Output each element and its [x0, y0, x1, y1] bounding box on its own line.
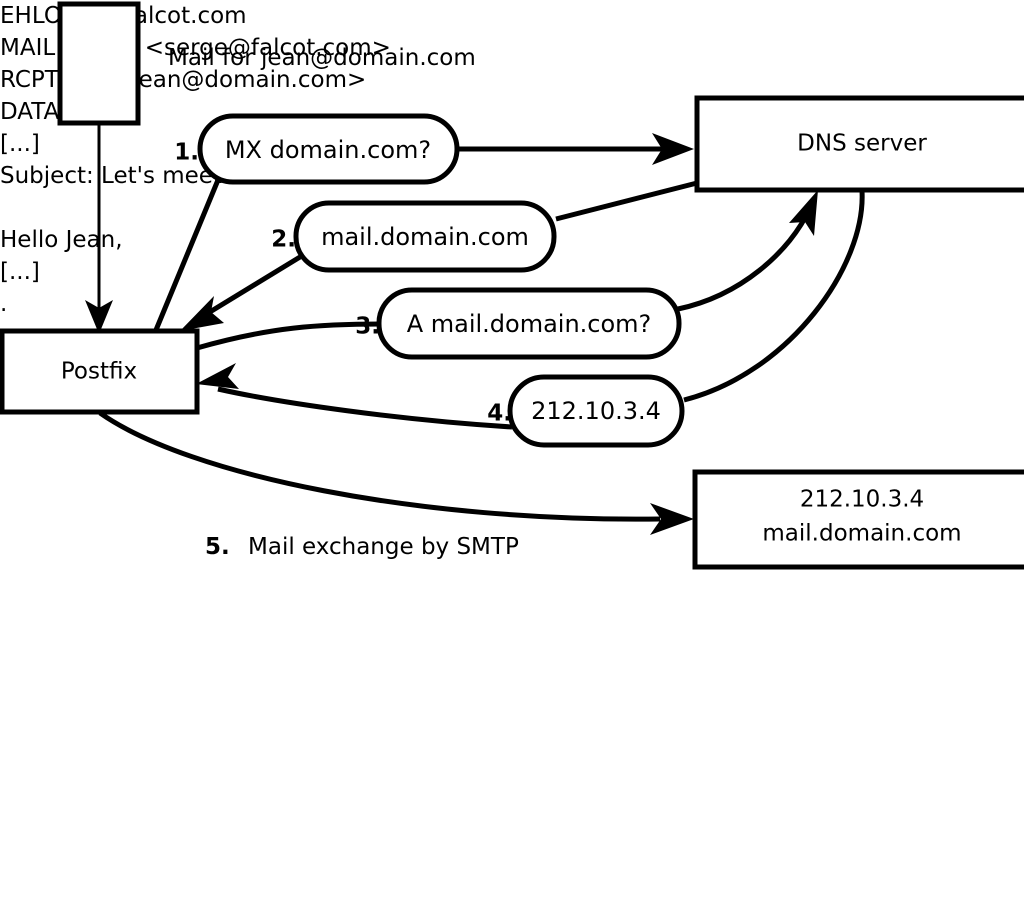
mail-for-annotation: Mail for jean@domain.com	[168, 45, 476, 71]
step-2-number: 2.	[271, 227, 296, 253]
smtp-transcript-line: .	[0, 291, 8, 317]
postfix-label: Postfix	[61, 359, 137, 385]
step-5-number: 5.	[205, 534, 230, 560]
step-bubble-3: A mail.domain.com? 3.	[355, 287, 682, 360]
edge-postfix-to-step1	[153, 179, 221, 331]
step-bubble-1: MX domain.com? 1.	[174, 113, 460, 185]
edge-step4-to-postfix	[196, 363, 513, 430]
step-4-number: 4.	[487, 401, 512, 427]
node-postfix: Postfix	[0, 328, 200, 415]
smtp-transcript-line: Subject: Let's meet	[0, 163, 222, 189]
step-1-label: MX domain.com?	[225, 136, 431, 164]
smtp-transcript-line: [...]	[0, 259, 40, 285]
smtp-transcript-line: [...]	[0, 131, 40, 157]
edge-dns-to-step4	[683, 190, 865, 403]
step-bubble-2: mail.domain.com 2.	[271, 200, 557, 273]
step-3-number: 3.	[355, 314, 380, 340]
step-4-label: 212.10.3.4	[531, 397, 661, 425]
node-target-mail-server: 212.10.3.4 mail.domain.com	[692, 469, 1024, 570]
step-2-label: mail.domain.com	[321, 223, 529, 251]
edge-step3-to-dns	[677, 190, 818, 312]
target-server-hostname: mail.domain.com	[762, 521, 961, 547]
edge-step2-to-postfix	[180, 254, 302, 331]
source-mail-box	[57, 1, 141, 126]
step-3-label: A mail.domain.com?	[407, 310, 652, 338]
node-dns-server: DNS server	[694, 95, 1024, 193]
edge-postfix-to-step3	[196, 321, 383, 351]
step-bubble-4: 212.10.3.4 4.	[487, 374, 685, 448]
edge-dns-to-step2	[555, 180, 698, 222]
step-5-label: Mail exchange by SMTP	[248, 534, 519, 560]
smtp-transcript-line: Hello Jean,	[0, 227, 123, 253]
step-1-number: 1.	[174, 140, 199, 166]
target-server-ip: 212.10.3.4	[800, 487, 924, 513]
smtp-transcript-line: DATA	[0, 99, 60, 125]
edge-step1-to-dns	[458, 133, 694, 165]
edge-postfix-to-target	[98, 410, 694, 535]
dns-server-label: DNS server	[797, 131, 927, 157]
edge-source-to-postfix	[85, 124, 113, 334]
